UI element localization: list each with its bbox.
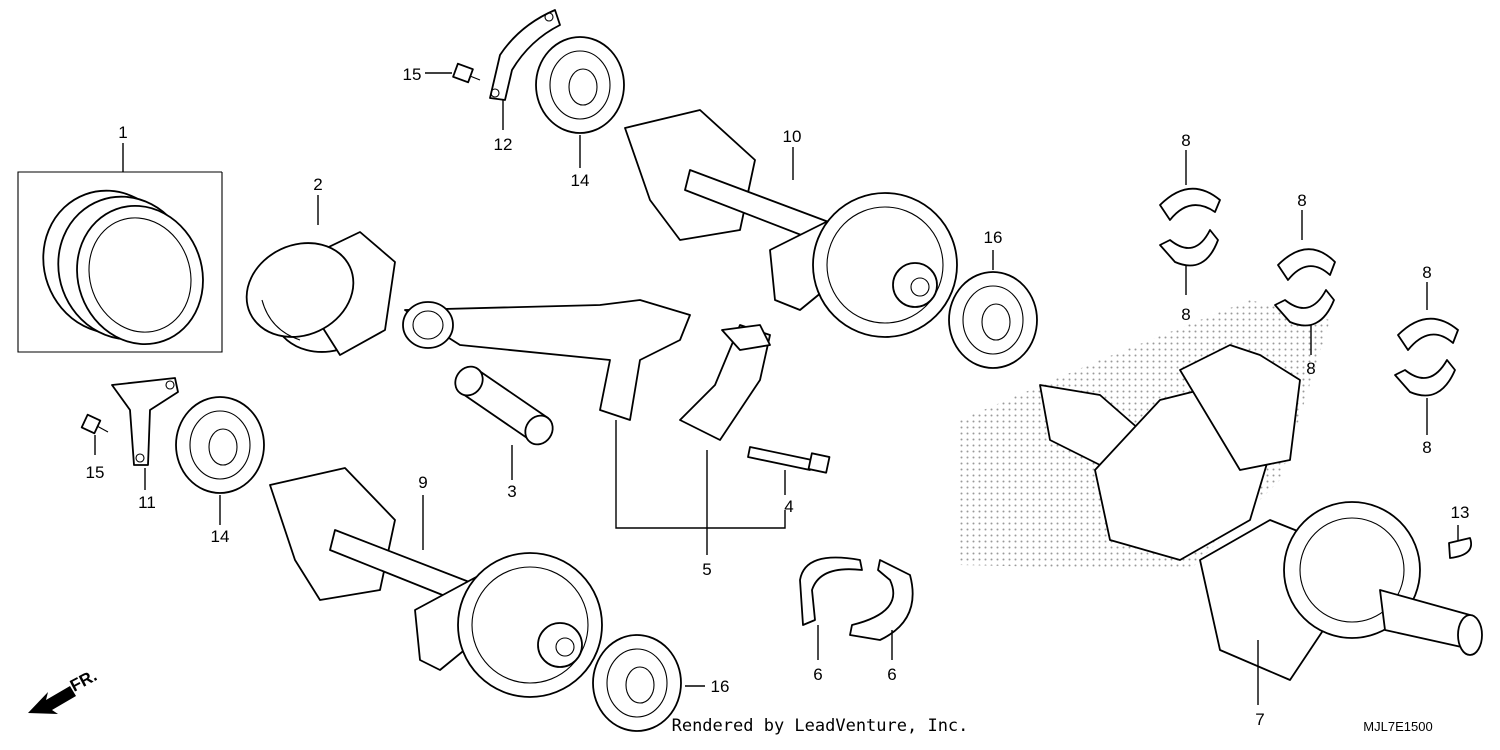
callout-15b[interactable]: 15 (86, 463, 105, 482)
callout-14b[interactable]: 14 (211, 527, 230, 546)
callout-8f[interactable]: 8 (1422, 438, 1431, 457)
callout-8a[interactable]: 8 (1181, 131, 1190, 150)
callout-12[interactable]: 12 (494, 135, 513, 154)
callout-8b[interactable]: 8 (1181, 305, 1190, 324)
rod-assembly-bracket (615, 420, 786, 529)
main-bearing-pair-2[interactable] (1274, 248, 1336, 327)
render-credit: Rendered by LeadVenture, Inc. (672, 716, 969, 736)
main-bearing-pair-3[interactable] (1394, 317, 1459, 397)
callout-1[interactable]: 1 (118, 123, 127, 142)
crank-side-bearing-upper[interactable] (948, 271, 1038, 369)
callout-8c[interactable]: 8 (1297, 191, 1306, 210)
crankshaft[interactable] (960, 300, 1483, 681)
arrow-left-icon (28, 686, 76, 714)
bearing-set-plate-upper[interactable] (489, 9, 561, 101)
callout-7[interactable]: 7 (1255, 710, 1264, 729)
main-bearing-pair-1[interactable] (1159, 187, 1221, 267)
woodruff-key[interactable] (1448, 537, 1472, 559)
bearing-set-plate-lower[interactable] (111, 377, 179, 466)
callout-15a[interactable]: 15 (403, 65, 422, 84)
connecting-rod[interactable] (402, 299, 771, 441)
callout-11[interactable]: 11 (138, 493, 156, 512)
callout-10[interactable]: 10 (783, 127, 802, 146)
bolt-upper[interactable] (452, 62, 481, 84)
front-direction-arrow: FR. (28, 666, 100, 714)
rod-bearing-pair[interactable] (799, 556, 914, 641)
balancer-bearing-lower[interactable] (175, 396, 265, 494)
callout-8d[interactable]: 8 (1306, 359, 1315, 378)
connecting-rod-bolt[interactable] (747, 446, 831, 474)
callout-2[interactable]: 2 (313, 175, 322, 194)
callout-5[interactable]: 5 (702, 560, 711, 579)
callout-9[interactable]: 9 (418, 473, 427, 492)
balancer-bearing-upper[interactable] (535, 36, 625, 134)
piston-ring-set[interactable] (17, 171, 223, 362)
callout-13[interactable]: 13 (1451, 503, 1470, 522)
diagram-code: MJL7E1500 (1363, 719, 1432, 734)
crank-side-bearing-lower[interactable] (592, 634, 682, 732)
balancer-shaft-lower[interactable] (269, 467, 603, 698)
piston-pin[interactable] (450, 361, 559, 449)
callout-14a[interactable]: 14 (571, 171, 590, 190)
callout-labels: 1 2 3 4 5 6 6 7 8 8 8 8 8 8 9 10 11 12 1… (86, 65, 1470, 729)
piston[interactable] (231, 226, 405, 371)
callout-4[interactable]: 4 (784, 497, 793, 516)
callout-6b[interactable]: 6 (887, 665, 896, 684)
callout-3[interactable]: 3 (507, 482, 516, 501)
callout-6a[interactable]: 6 (813, 665, 822, 684)
callout-16b[interactable]: 16 (711, 677, 730, 696)
callout-8e[interactable]: 8 (1422, 263, 1431, 282)
leader-lines (94, 72, 1459, 705)
balancer-shaft-upper[interactable] (624, 109, 958, 338)
callout-16a[interactable]: 16 (984, 228, 1003, 247)
bolt-lower[interactable] (80, 413, 109, 435)
